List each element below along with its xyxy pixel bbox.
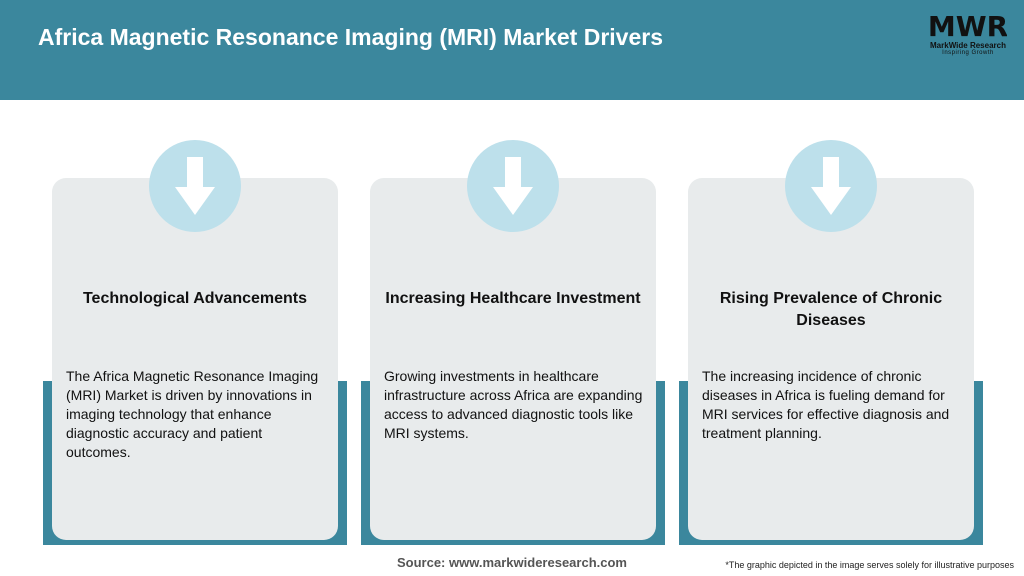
icon-circle xyxy=(149,140,241,232)
driver-card-1: Technological Advancements The Africa Ma… xyxy=(43,140,356,550)
card-heading: Rising Prevalence of Chronic Diseases xyxy=(719,290,943,329)
down-arrow-icon xyxy=(175,157,215,215)
down-arrow-icon xyxy=(493,157,533,215)
card-panel: Increasing Healthcare Investment Growing… xyxy=(370,178,656,540)
icon-circle xyxy=(467,140,559,232)
card-heading: Increasing Healthcare Investment xyxy=(385,290,641,307)
brand-logo: MWR MarkWide Research Inspiring Growth xyxy=(920,10,1016,62)
logo-name: MarkWide Research xyxy=(930,41,1006,50)
card-body: The increasing incidence of chronic dise… xyxy=(702,368,950,441)
card-body: Growing investments in healthcare infras… xyxy=(384,368,643,441)
header-banner: Africa Magnetic Resonance Imaging (MRI) … xyxy=(0,0,1024,100)
card-heading: Technological Advancements xyxy=(82,290,308,307)
card-panel: Technological Advancements The Africa Ma… xyxy=(52,178,338,540)
card-body: The Africa Magnetic Resonance Imaging (M… xyxy=(66,368,319,460)
driver-card-3: Rising Prevalence of Chronic Diseases Th… xyxy=(679,140,992,550)
page-title: Africa Magnetic Resonance Imaging (MRI) … xyxy=(38,24,663,50)
down-arrow-icon xyxy=(811,157,851,215)
source-credit: Source: www.markwideresearch.com xyxy=(396,555,627,570)
driver-card-2: Increasing Healthcare Investment Growing… xyxy=(361,140,674,550)
logo-mark-text: MWR xyxy=(929,10,1007,40)
icon-circle xyxy=(785,140,877,232)
mwr-logo-icon: MWR xyxy=(929,10,1007,40)
card-panel: Rising Prevalence of Chronic Diseases Th… xyxy=(688,178,974,540)
disclaimer-note: *The graphic depicted in the image serve… xyxy=(725,560,1014,570)
logo-tagline: Inspiring Growth xyxy=(942,50,994,56)
